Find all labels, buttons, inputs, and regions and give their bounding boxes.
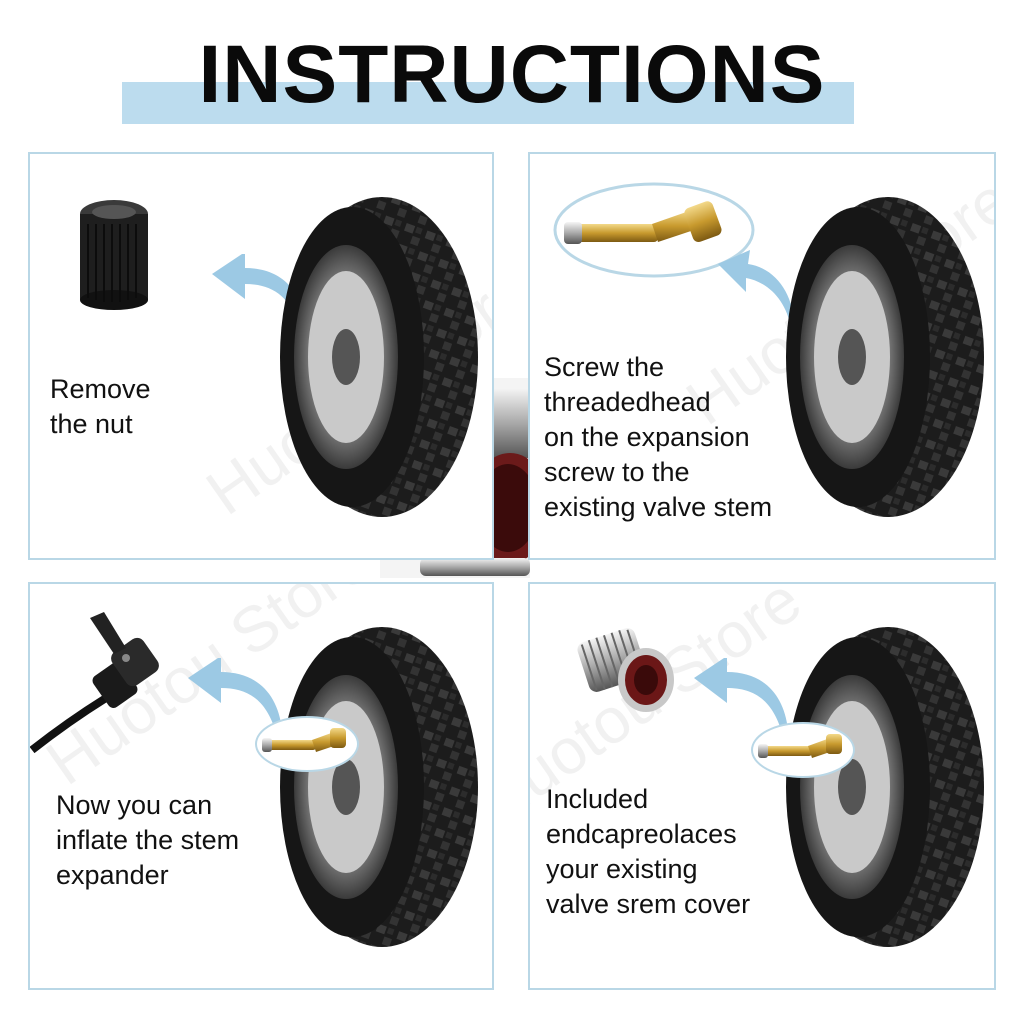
step-panel-inflate: Huotou Store Now you can inflate the ste… [28, 582, 494, 990]
valve-extension-icon [553, 182, 755, 278]
metal-end-cap-icon [577, 628, 674, 712]
step-text: Included endcapreolaces your existing va… [546, 784, 751, 919]
step-panel-end-cap: Huotou Store Included endcapreolaces you… [528, 582, 996, 990]
air-pump-nozzle-icon [30, 612, 159, 754]
arrow-left-icon [212, 254, 306, 329]
tire-icon [786, 197, 984, 517]
tire-icon [786, 627, 984, 947]
valve-extension-icon [255, 716, 359, 772]
step-panel-screw-extension: Huotou Store Screw the threadedhead on t… [528, 152, 996, 560]
valve-extension-icon [751, 722, 855, 778]
page-title: INSTRUCTIONS [198, 29, 826, 120]
step-text: Screw the threadedhead on the expansion … [544, 352, 773, 522]
title-highlight-band [122, 82, 854, 124]
tire-icon [280, 197, 478, 517]
tire-icon [280, 627, 478, 947]
step-text: Now you can inflate the stem expander [56, 790, 240, 890]
step-panel-remove-nut: Huotou Store Remove the nut [28, 152, 494, 560]
step-text: Remove the nut [50, 374, 151, 439]
arrow-left-icon [188, 658, 282, 733]
arrow-left-icon [694, 658, 788, 733]
valve-cap-icon [80, 200, 148, 310]
arrow-up-left-icon [718, 250, 794, 328]
